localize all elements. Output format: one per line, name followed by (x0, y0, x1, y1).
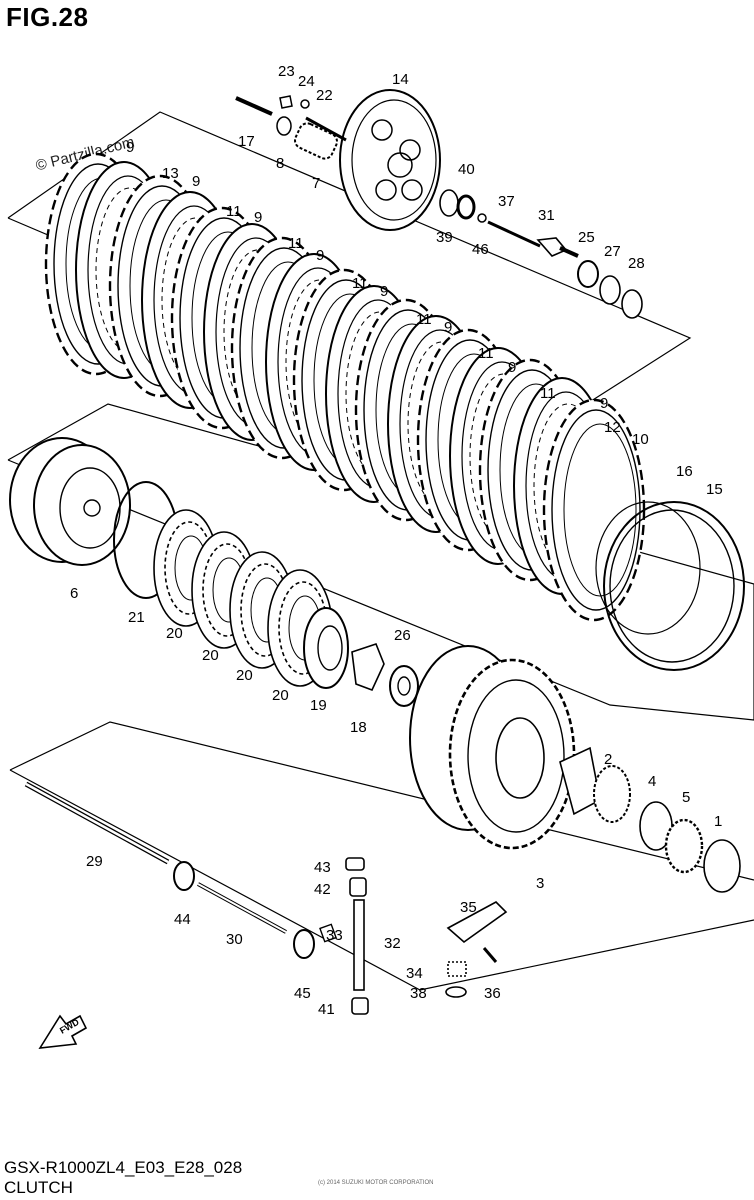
bearings-spacers (559, 746, 741, 893)
callout: 21 (128, 609, 145, 626)
callout: 9 (380, 283, 388, 300)
callout: 29 (86, 853, 103, 870)
callout-labels: 23 24 22 14 17 8 7 9 13 9 11 9 11 9 11 9… (70, 63, 723, 1018)
callout: 9 (316, 247, 324, 264)
pushrod-parts (439, 189, 643, 319)
callout: 11 (540, 385, 556, 402)
callout: 20 (166, 625, 183, 642)
callout: 26 (394, 627, 411, 644)
callout: 4 (648, 773, 656, 790)
callout: 9 (444, 319, 452, 336)
callout: 6 (70, 585, 78, 602)
callout: 13 (162, 165, 179, 182)
callout: 9 (126, 139, 134, 156)
callout: 11 (226, 203, 242, 220)
callout: 28 (628, 255, 645, 272)
diagram-title: CLUTCH (4, 1178, 73, 1197)
callout: 44 (174, 911, 191, 928)
callout: 43 (314, 859, 331, 876)
callout: 22 (316, 87, 333, 104)
bolt-and-spring (235, 95, 347, 160)
callout: 15 (706, 481, 723, 498)
fine-print: (c) 2014 SUZUKI MOTOR CORPORATION (318, 1180, 434, 1186)
callout: 20 (236, 667, 253, 684)
callout: 20 (202, 647, 219, 664)
callout: 18 (350, 719, 367, 736)
callout: 39 (436, 229, 453, 246)
callout: 3 (536, 875, 544, 892)
callout: 8 (276, 155, 284, 172)
callout: 2 (604, 751, 612, 768)
model-code: GSX-R1000ZL4_E03_E28_028 (4, 1158, 243, 1177)
callout: 12 (604, 419, 621, 436)
callout: 11 (416, 311, 432, 328)
callout: 35 (460, 899, 477, 916)
callout: 25 (578, 229, 595, 246)
callout: 9 (600, 395, 608, 412)
callout: 24 (298, 73, 315, 90)
callout: 31 (538, 207, 555, 224)
callout: 38 (410, 985, 427, 1002)
callout: 37 (498, 193, 515, 210)
figure-title: FIG.28 (6, 2, 89, 32)
callout: 45 (294, 985, 311, 1002)
callout: 10 (632, 431, 649, 448)
callout: 32 (384, 935, 401, 952)
forward-arrow: FWD (38, 1014, 88, 1049)
callout: 16 (676, 463, 693, 480)
callout: 40 (458, 161, 475, 178)
callout: 11 (478, 345, 494, 362)
callout: 27 (604, 243, 621, 260)
callout: 42 (314, 881, 331, 898)
callout: 41 (318, 1001, 335, 1018)
primary-driven-gear (409, 645, 576, 850)
sleeve-hub (9, 437, 131, 566)
callout: 1 (714, 813, 722, 830)
callout: 30 (226, 931, 243, 948)
large-ring (595, 501, 745, 671)
callout: 46 (472, 241, 489, 258)
callout: 14 (392, 71, 409, 88)
callout: 23 (278, 63, 295, 80)
callout: 5 (682, 789, 690, 806)
pushrods (24, 781, 315, 959)
hub-nut-washer (351, 643, 419, 707)
callout: 34 (406, 965, 423, 982)
callout: 11 (288, 235, 304, 252)
pressure-plate (339, 89, 441, 231)
callout: 9 (508, 359, 516, 376)
callout: 9 (254, 209, 262, 226)
callout: 9 (192, 173, 200, 190)
callout: 20 (272, 687, 289, 704)
callout: 33 (326, 927, 343, 944)
callout: 19 (310, 697, 327, 714)
callout: 7 (312, 175, 320, 192)
spring-washers (153, 509, 349, 689)
release-mechanism (319, 857, 508, 1015)
callout: 17 (238, 133, 255, 150)
callout: 11 (352, 275, 368, 292)
callout: 36 (484, 985, 501, 1002)
